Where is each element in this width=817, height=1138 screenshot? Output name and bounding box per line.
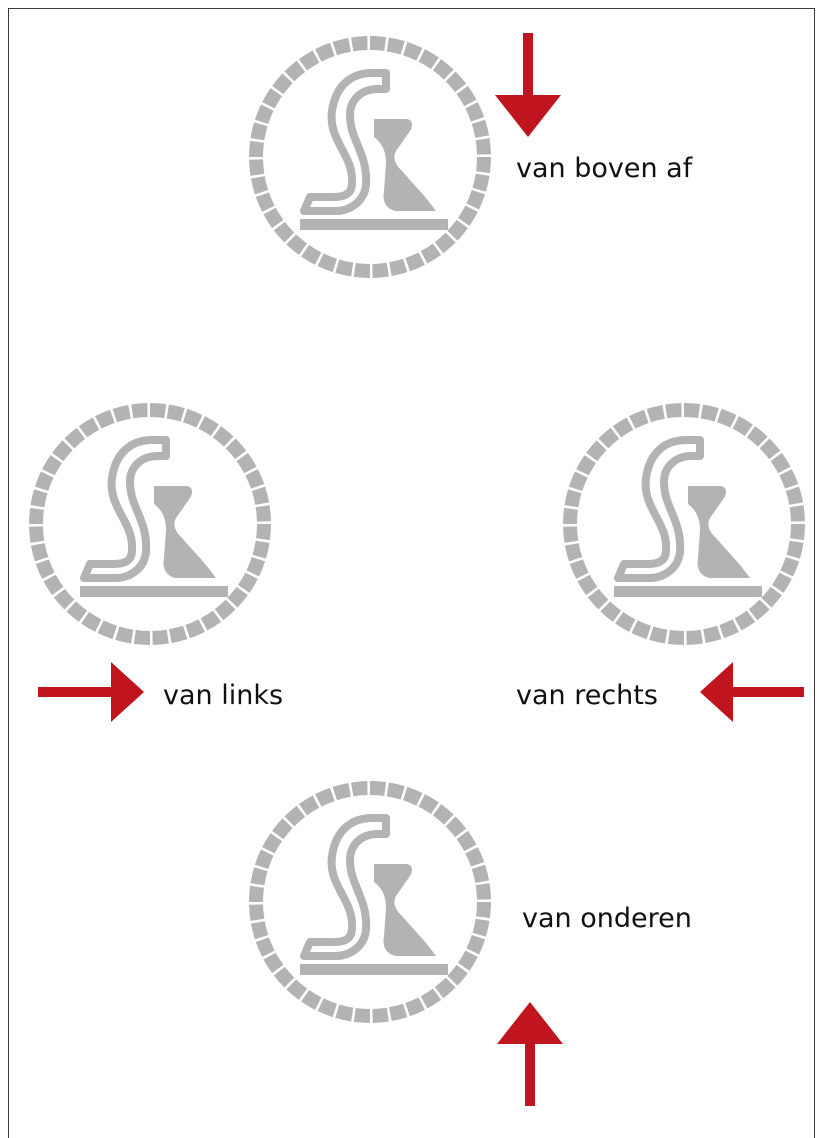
stamp-logo-icon-top [246, 33, 494, 281]
arrow-up-icon [497, 1002, 563, 1106]
label-right: van rechts [516, 680, 658, 711]
page-frame [8, 8, 815, 1138]
stamp-logo-icon-right [560, 400, 808, 648]
arrow-down-icon [495, 33, 561, 137]
label-bottom: van onderen [522, 903, 692, 934]
stamp-logo-icon-bottom [246, 778, 494, 1026]
arrow-right-icon [38, 662, 144, 722]
label-top: van boven af [516, 153, 693, 184]
stamp-logo-icon-left [26, 400, 274, 648]
arrow-left-icon [700, 662, 804, 722]
label-left: van links [163, 680, 284, 711]
